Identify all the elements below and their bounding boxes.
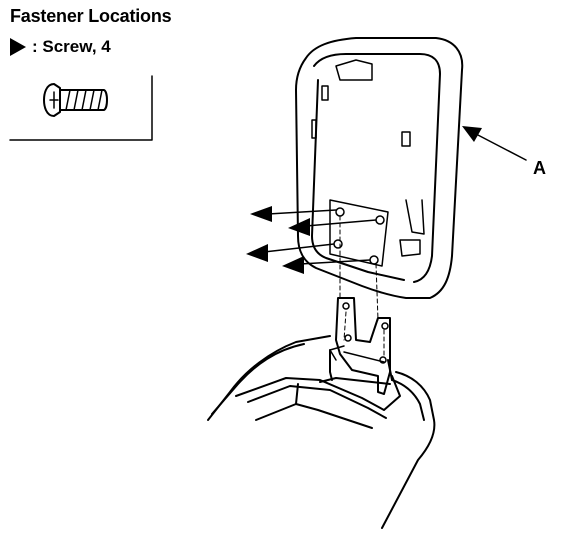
callout-a-leader xyxy=(462,126,527,161)
console-base xyxy=(207,335,436,529)
screw-arrow-icon xyxy=(246,243,335,262)
screw-arrow-icon xyxy=(282,256,371,274)
screw-icon xyxy=(43,83,108,117)
alignment-lines xyxy=(339,215,385,359)
screw-arrow-icon xyxy=(250,206,337,222)
legend-label: : Screw, 4 xyxy=(32,37,111,56)
hinge-bracket xyxy=(329,297,391,395)
screw-arrow-icon xyxy=(288,218,377,236)
armrest-lid xyxy=(295,37,464,299)
screw-inset-frame xyxy=(9,75,153,141)
page-title: Fastener Locations xyxy=(10,6,172,26)
callout-label-a: A xyxy=(533,158,546,178)
black-arrow-icon xyxy=(10,38,26,56)
legend: : Screw, 4 xyxy=(10,36,111,58)
